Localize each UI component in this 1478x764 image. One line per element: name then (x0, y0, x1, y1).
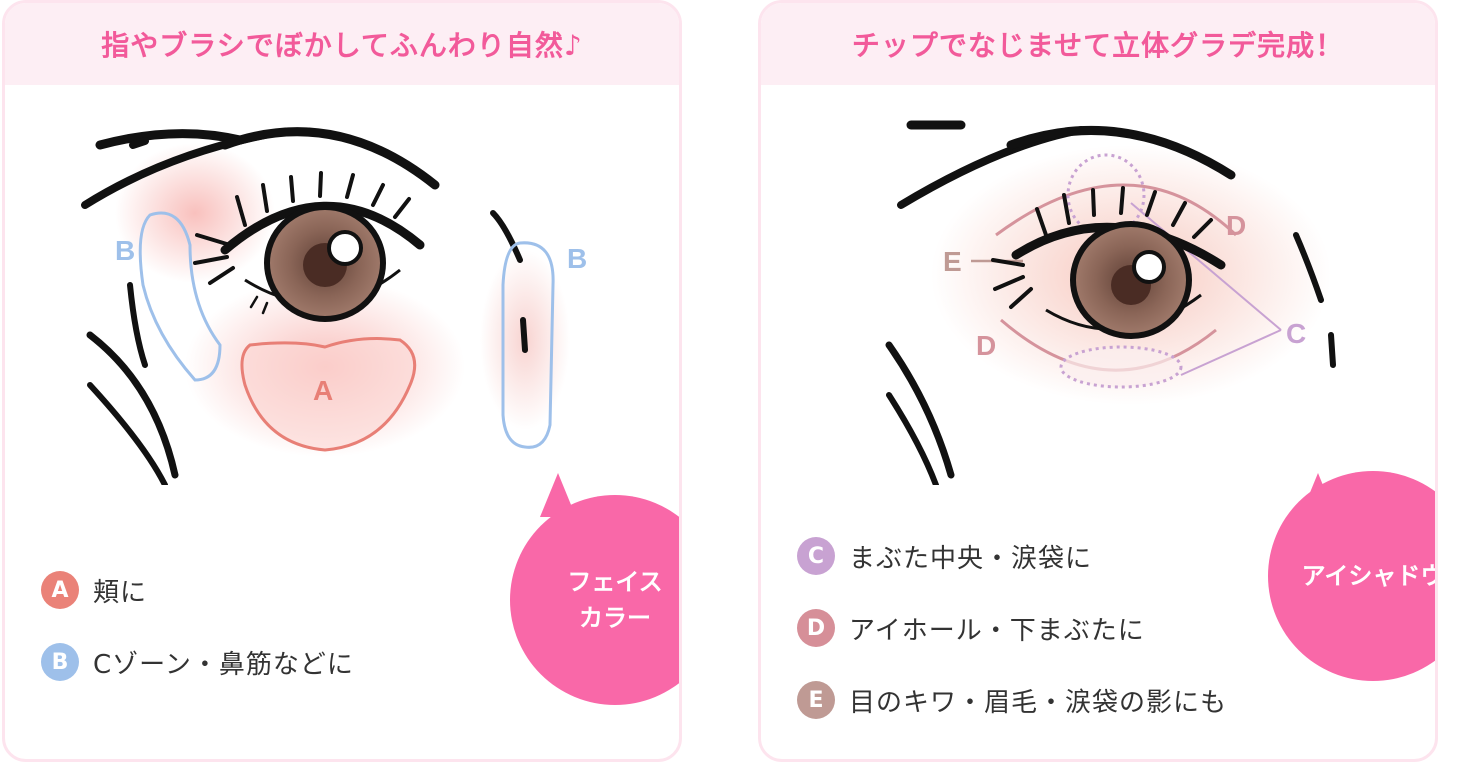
face-color-bubble: フェイス カラー (510, 495, 679, 705)
nose-line (520, 317, 528, 353)
hair-stroke (95, 129, 245, 150)
zone-c-tear-bag (1059, 345, 1183, 389)
face-contour (127, 282, 148, 368)
eyelashes (991, 186, 1213, 309)
face-contour (86, 331, 179, 479)
zone-c-label: C (1286, 318, 1306, 349)
eyeshadow-illustration: D D E C (885, 120, 1336, 485)
brow-line (1006, 125, 1236, 180)
nose-line (1293, 232, 1324, 303)
shading-glow (115, 143, 275, 283)
eyeshadow-bubble: アイシャドウ (1268, 471, 1435, 681)
zone-b-nose (501, 241, 555, 449)
face-color-illustration: B B A (81, 127, 587, 485)
legend-text-a: 頬に (93, 577, 148, 608)
zone-b-cheekbone (138, 211, 222, 382)
eyeshadow-legend: C まぶた中央・涙袋に D アイホール・下まぶたに E 目のキワ・眉毛・涙袋の影… (797, 536, 1227, 752)
eyeshadow-panel: チップでなじませて立体グラデ完成！ (758, 0, 1438, 762)
badge-d: D (797, 609, 835, 647)
face-color-legend: A 頬に B Cゾーン・鼻筋などに (41, 570, 354, 714)
badge-c: C (797, 537, 835, 575)
badge-a: A (41, 571, 79, 609)
zone-c-eyelid (1066, 153, 1146, 237)
face-color-panel-title: 指やブラシでぼかしてふんわり自然♪ (5, 3, 679, 85)
face-contour (885, 341, 955, 479)
legend-text-d: アイホール・下まぶたに (849, 615, 1145, 646)
legend-item-b: B Cゾーン・鼻筋などに (41, 642, 354, 682)
zone-b-label-left: B (115, 235, 135, 266)
legend-item-d: D アイホール・下まぶたに (797, 608, 1227, 648)
legend-text-b: Cゾーン・鼻筋などに (93, 649, 354, 680)
zone-d-label-upper: D (1226, 210, 1246, 241)
nose-line (490, 210, 523, 263)
legend-text-e: 目のキワ・眉毛・涙袋の影にも (849, 687, 1228, 718)
zone-a-label: A (313, 375, 333, 406)
brow-line (220, 127, 440, 190)
eye-highlight (1132, 250, 1166, 284)
zone-c-leader (1130, 202, 1282, 331)
face-contour (87, 382, 168, 485)
legend-item-e: E 目のキワ・眉毛・涙袋の影にも (797, 680, 1227, 720)
eyelashes (193, 171, 411, 285)
zone-e-label: E (943, 246, 962, 277)
badge-e: E (797, 681, 835, 719)
zone-d-label-lower: D (976, 330, 996, 361)
zone-d-upper-arc (995, 183, 1238, 237)
face-contour (886, 392, 939, 485)
lower-lashes (249, 295, 269, 315)
zone-c-leader (1180, 329, 1282, 376)
zone-a-cheek (240, 337, 417, 452)
eyeshadow-panel-title: チップでなじませて立体グラデ完成！ (761, 3, 1435, 85)
legend-item-a: A 頬に (41, 570, 354, 610)
hair-stroke (129, 137, 149, 149)
legend-text-c: まぶた中央・涙袋に (849, 543, 1093, 574)
zone-b-label-right: B (567, 243, 587, 274)
badge-b: B (41, 643, 79, 681)
legend-item-c: C まぶた中央・涙袋に (797, 536, 1227, 576)
face-color-panel: 指やブラシでぼかしてふんわり自然♪ (2, 0, 682, 762)
nose-line (1328, 332, 1336, 368)
eye-highlight (327, 230, 363, 266)
